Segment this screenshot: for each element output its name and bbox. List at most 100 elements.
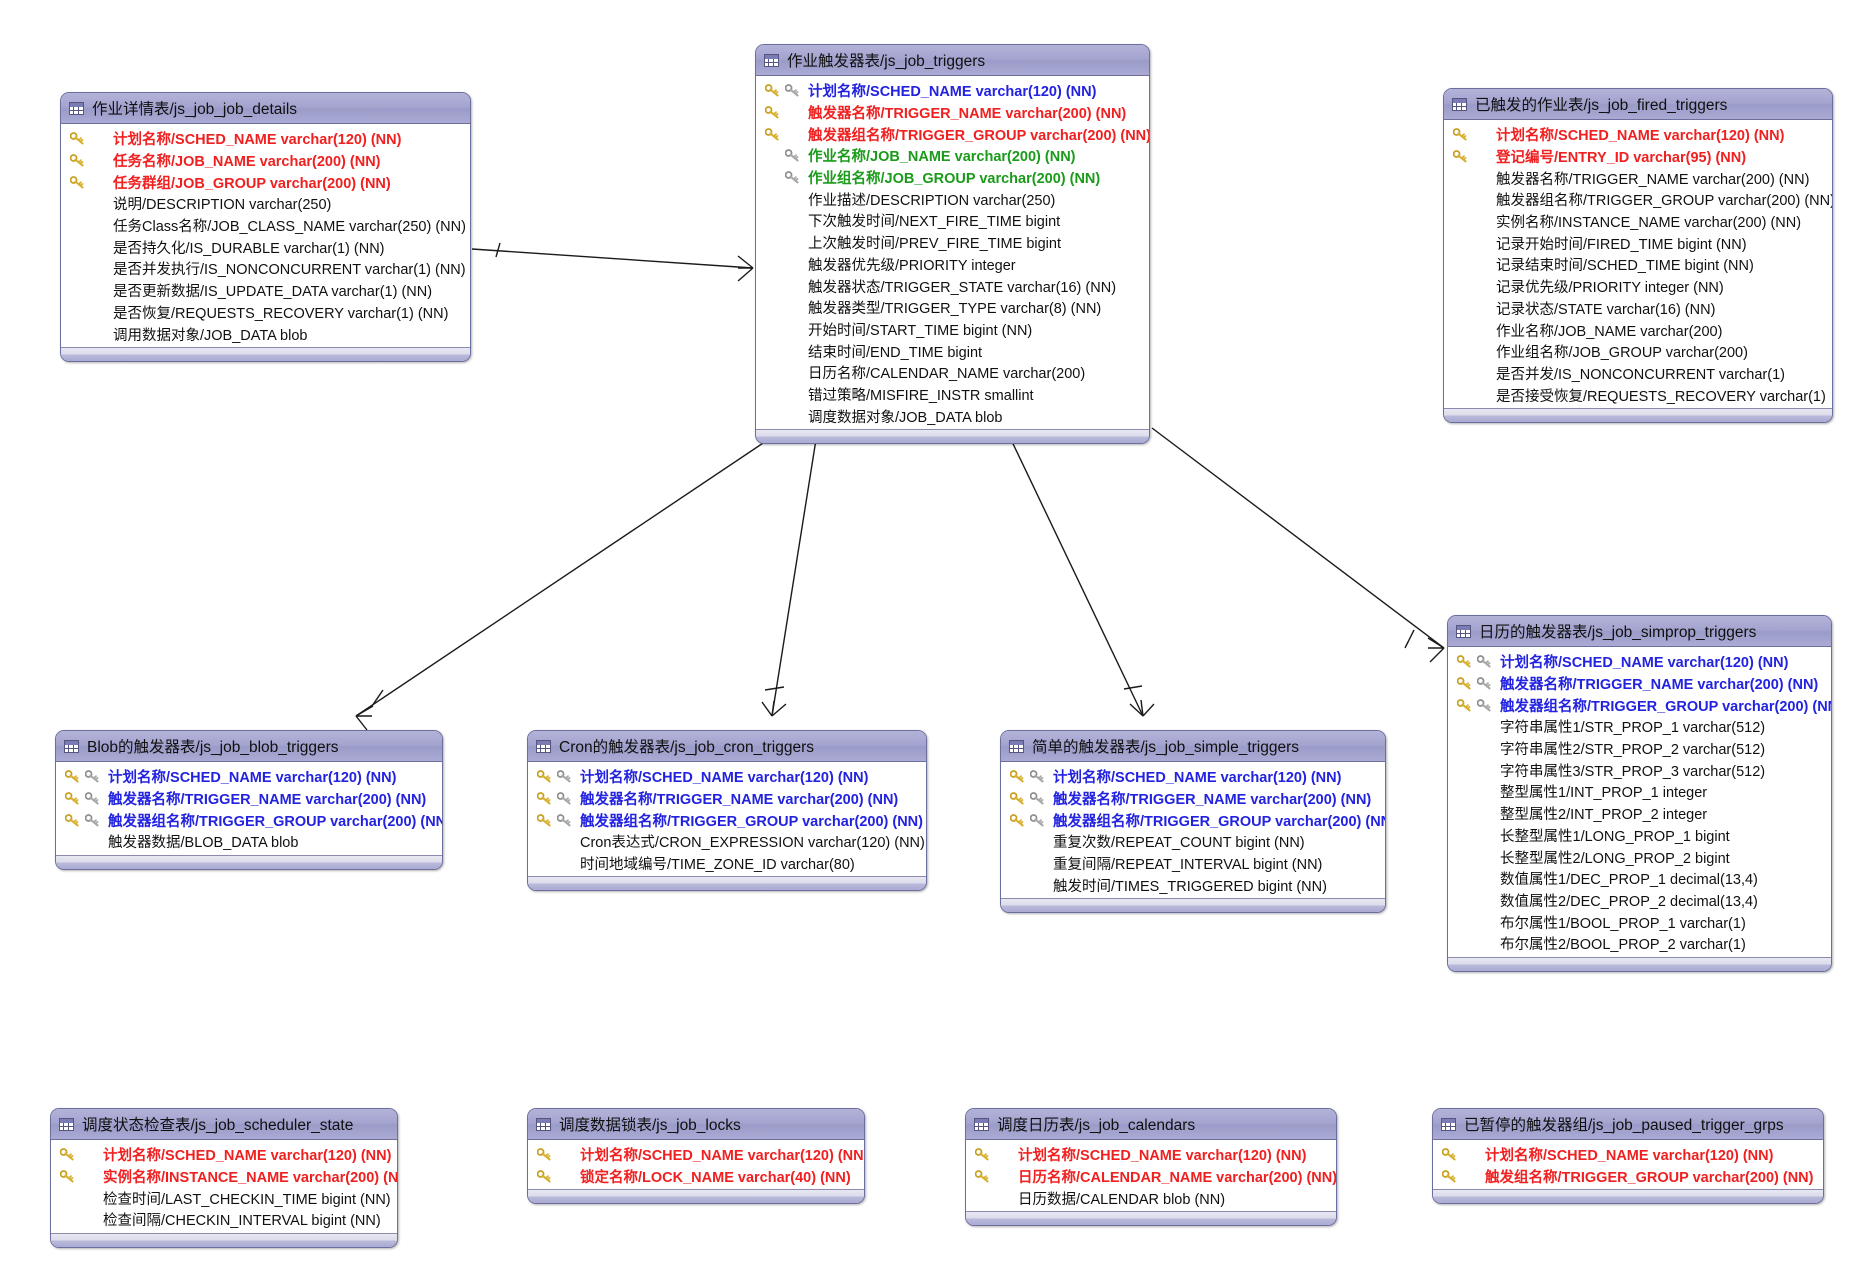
column-row[interactable]: Cron表达式/CRON_EXPRESSION varchar(120) (NN… [528,831,926,853]
column-row[interactable]: 触发器数据/BLOB_DATA blob [56,831,442,853]
column-row[interactable]: 触发器名称/TRIGGER_NAME varchar(200) (NN) [56,788,442,810]
column-row[interactable]: 结束时间/END_TIME bigint [756,340,1149,362]
table-header-js_job_fired_triggers[interactable]: 已触发的作业表/js_job_fired_triggers [1444,89,1832,120]
column-row[interactable]: 触发时间/TIMES_TRIGGERED bigint (NN) [1001,874,1385,896]
entity-table-js_job_simple_triggers[interactable]: 简单的触发器表/js_job_simple_triggers 计划名称/SCHED… [1000,730,1386,914]
column-row[interactable]: 触发器类型/TRIGGER_TYPE varchar(8) (NN) [756,297,1149,319]
column-row[interactable]: 计划名称/SCHED_NAME varchar(120) (NN) [1001,766,1385,788]
column-row[interactable]: 重复次数/REPEAT_COUNT bigint (NN) [1001,831,1385,853]
entity-table-js_job_triggers[interactable]: 作业触发器表/js_job_triggers 计划名称/SCHED_NAME va… [755,44,1150,444]
column-row[interactable]: 时间地域编号/TIME_ZONE_ID varchar(80) [528,853,926,875]
column-row[interactable]: 字符串属性3/STR_PROP_3 varchar(512) [1448,759,1831,781]
column-row[interactable]: 计划名称/SCHED_NAME varchar(120) (NN) [51,1144,397,1166]
entity-table-js_job_blob_triggers[interactable]: Blob的触发器表/js_job_blob_triggers 计划名称/SCHED… [55,730,443,870]
column-row[interactable]: 计划名称/SCHED_NAME varchar(120) (NN) [528,766,926,788]
column-row[interactable]: 说明/DESCRIPTION varchar(250) [61,193,470,215]
column-row[interactable]: 任务群组/JOB_GROUP varchar(200) (NN) [61,171,470,193]
column-row[interactable]: 是否并发执行/IS_NONCONCURRENT varchar(1) (NN) [61,258,470,280]
column-row[interactable]: 整型属性2/INT_PROP_2 integer [1448,803,1831,825]
column-row[interactable]: 触发器组名称/TRIGGER_GROUP varchar(200) (NN) [56,809,442,831]
column-row[interactable]: 触发器组名称/TRIGGER_GROUP varchar(200) (NN) [1448,694,1831,716]
column-row[interactable]: 作业组名称/JOB_GROUP varchar(200) [1444,341,1832,363]
entity-table-js_job_locks[interactable]: 调度数据锁表/js_job_locks 计划名称/SCHED_NAME varch… [527,1108,865,1205]
column-row[interactable]: 检查间隔/CHECKIN_INTERVAL bigint (NN) [51,1209,397,1231]
column-row[interactable]: 触发器名称/TRIGGER_NAME varchar(200) (NN) [528,788,926,810]
column-row[interactable]: 计划名称/SCHED_NAME varchar(120) (NN) [1433,1144,1823,1166]
column-row[interactable]: 上次触发时间/PREV_FIRE_TIME bigint [756,232,1149,254]
column-row[interactable]: 错过策略/MISFIRE_INSTR smallint [756,384,1149,406]
column-row[interactable]: 计划名称/SCHED_NAME varchar(120) (NN) [61,128,470,150]
column-row[interactable]: 记录状态/STATE varchar(16) (NN) [1444,298,1832,320]
column-row[interactable]: 是否更新数据/IS_UPDATE_DATA varchar(1) (NN) [61,280,470,302]
table-header-js_job_locks[interactable]: 调度数据锁表/js_job_locks [528,1109,864,1140]
column-row[interactable]: 锁定名称/LOCK_NAME varchar(40) (NN) [528,1166,864,1188]
column-row[interactable]: 任务Class名称/JOB_CLASS_NAME varchar(250) (N… [61,215,470,237]
table-header-js_job_triggers[interactable]: 作业触发器表/js_job_triggers [756,45,1149,76]
column-row[interactable]: 调度数据对象/JOB_DATA blob [756,405,1149,427]
table-header-js_job_simprop_triggers[interactable]: 日历的触发器表/js_job_simprop_triggers [1448,616,1831,647]
column-row[interactable]: 触发器名称/TRIGGER_NAME varchar(200) (NN) [1444,167,1832,189]
column-row[interactable]: 整型属性1/INT_PROP_1 integer [1448,781,1831,803]
column-row[interactable]: 是否持久化/IS_DURABLE varchar(1) (NN) [61,236,470,258]
column-row[interactable]: 触发器名称/TRIGGER_NAME varchar(200) (NN) [1448,673,1831,695]
table-header-js_job_calendars[interactable]: 调度日历表/js_job_calendars [966,1109,1336,1140]
column-row[interactable]: 日历名称/CALENDAR_NAME varchar(200) (NN) [966,1166,1336,1188]
column-row[interactable]: 下次触发时间/NEXT_FIRE_TIME bigint [756,210,1149,232]
table-header-js_job_scheduler_state[interactable]: 调度状态检查表/js_job_scheduler_state [51,1109,397,1140]
column-row[interactable]: 触发器组名称/TRIGGER_GROUP varchar(200) (NN) [1001,809,1385,831]
column-row[interactable]: 触发器组名称/TRIGGER_GROUP varchar(200) (NN) [1444,189,1832,211]
column-row[interactable]: 计划名称/SCHED_NAME varchar(120) (NN) [966,1144,1336,1166]
column-row[interactable]: 计划名称/SCHED_NAME varchar(120) (NN) [1448,651,1831,673]
table-header-js_job_paused_trigger_grps[interactable]: 已暂停的触发器组/js_job_paused_trigger_grps [1433,1109,1823,1140]
column-row[interactable]: 实例名称/INSTANCE_NAME varchar(200) (NN) [51,1166,397,1188]
column-row[interactable]: 触发器名称/TRIGGER_NAME varchar(200) (NN) [756,102,1149,124]
column-row[interactable]: 触发器状态/TRIGGER_STATE varchar(16) (NN) [756,275,1149,297]
entity-table-js_job_job_details[interactable]: 作业详情表/js_job_job_details 计划名称/SCHED_NAME … [60,92,471,362]
entity-table-js_job_simprop_triggers[interactable]: 日历的触发器表/js_job_simprop_triggers 计划名称/SCHE… [1447,615,1832,972]
column-row[interactable]: 数值属性2/DEC_PROP_2 decimal(13,4) [1448,890,1831,912]
column-row[interactable]: 开始时间/START_TIME bigint (NN) [756,319,1149,341]
column-row[interactable]: 登记编号/ENTRY_ID varchar(95) (NN) [1444,146,1832,168]
column-row[interactable]: 是否接受恢复/REQUESTS_RECOVERY varchar(1) [1444,384,1832,406]
column-row[interactable]: 作业组名称/JOB_GROUP varchar(200) (NN) [756,167,1149,189]
column-row[interactable]: 作业描述/DESCRIPTION varchar(250) [756,188,1149,210]
column-row[interactable]: 长整型属性2/LONG_PROP_2 bigint [1448,846,1831,868]
column-row[interactable]: 触发器组名称/TRIGGER_GROUP varchar(200) (NN) [528,809,926,831]
table-header-js_job_job_details[interactable]: 作业详情表/js_job_job_details [61,93,470,124]
column-row[interactable]: 作业名称/JOB_NAME varchar(200) (NN) [756,145,1149,167]
column-row[interactable]: 计划名称/SCHED_NAME varchar(120) (NN) [756,80,1149,102]
column-row[interactable]: 检查时间/LAST_CHECKIN_TIME bigint (NN) [51,1187,397,1209]
column-row[interactable]: 计划名称/SCHED_NAME varchar(120) (NN) [528,1144,864,1166]
column-row[interactable]: 字符串属性2/STR_PROP_2 varchar(512) [1448,738,1831,760]
column-row[interactable]: 作业名称/JOB_NAME varchar(200) [1444,319,1832,341]
column-row[interactable]: 计划名称/SCHED_NAME varchar(120) (NN) [1444,124,1832,146]
column-row[interactable]: 触发器组名称/TRIGGER_GROUP varchar(200) (NN) [756,123,1149,145]
table-header-js_job_cron_triggers[interactable]: Cron的触发器表/js_job_cron_triggers [528,731,926,762]
column-row[interactable]: 数值属性1/DEC_PROP_1 decimal(13,4) [1448,868,1831,890]
column-row[interactable]: 布尔属性2/BOOL_PROP_2 varchar(1) [1448,933,1831,955]
column-row[interactable]: 布尔属性1/BOOL_PROP_1 varchar(1) [1448,911,1831,933]
column-row[interactable]: 日历数据/CALENDAR blob (NN) [966,1187,1336,1209]
column-row[interactable]: 触发器优先级/PRIORITY integer [756,254,1149,276]
column-row[interactable]: 字符串属性1/STR_PROP_1 varchar(512) [1448,716,1831,738]
table-header-js_job_simple_triggers[interactable]: 简单的触发器表/js_job_simple_triggers [1001,731,1385,762]
entity-table-js_job_paused_trigger_grps[interactable]: 已暂停的触发器组/js_job_paused_trigger_grps 计划名称/… [1432,1108,1824,1205]
column-row[interactable]: 记录开始时间/FIRED_TIME bigint (NN) [1444,232,1832,254]
column-row[interactable]: 触发器名称/TRIGGER_NAME varchar(200) (NN) [1001,788,1385,810]
column-row[interactable]: 是否恢复/REQUESTS_RECOVERY varchar(1) (NN) [61,302,470,324]
entity-table-js_job_cron_triggers[interactable]: Cron的触发器表/js_job_cron_triggers 计划名称/SCHED… [527,730,927,892]
entity-table-js_job_scheduler_state[interactable]: 调度状态检查表/js_job_scheduler_state 计划名称/SCHED… [50,1108,398,1248]
column-row[interactable]: 记录优先级/PRIORITY integer (NN) [1444,276,1832,298]
column-row[interactable]: 计划名称/SCHED_NAME varchar(120) (NN) [56,766,442,788]
column-row[interactable]: 任务名称/JOB_NAME varchar(200) (NN) [61,150,470,172]
column-row[interactable]: 实例名称/INSTANCE_NAME varchar(200) (NN) [1444,211,1832,233]
column-row[interactable]: 触发组名称/TRIGGER_GROUP varchar(200) (NN) [1433,1166,1823,1188]
column-row[interactable]: 记录结束时间/SCHED_TIME bigint (NN) [1444,254,1832,276]
column-row[interactable]: 重复间隔/REPEAT_INTERVAL bigint (NN) [1001,853,1385,875]
table-header-js_job_blob_triggers[interactable]: Blob的触发器表/js_job_blob_triggers [56,731,442,762]
column-row[interactable]: 日历名称/CALENDAR_NAME varchar(200) [756,362,1149,384]
column-row[interactable]: 长整型属性1/LONG_PROP_1 bigint [1448,825,1831,847]
column-row[interactable]: 是否并发/IS_NONCONCURRENT varchar(1) [1444,363,1832,385]
entity-table-js_job_calendars[interactable]: 调度日历表/js_job_calendars 计划名称/SCHED_NAME va… [965,1108,1337,1227]
column-row[interactable]: 调用数据对象/JOB_DATA blob [61,323,470,345]
